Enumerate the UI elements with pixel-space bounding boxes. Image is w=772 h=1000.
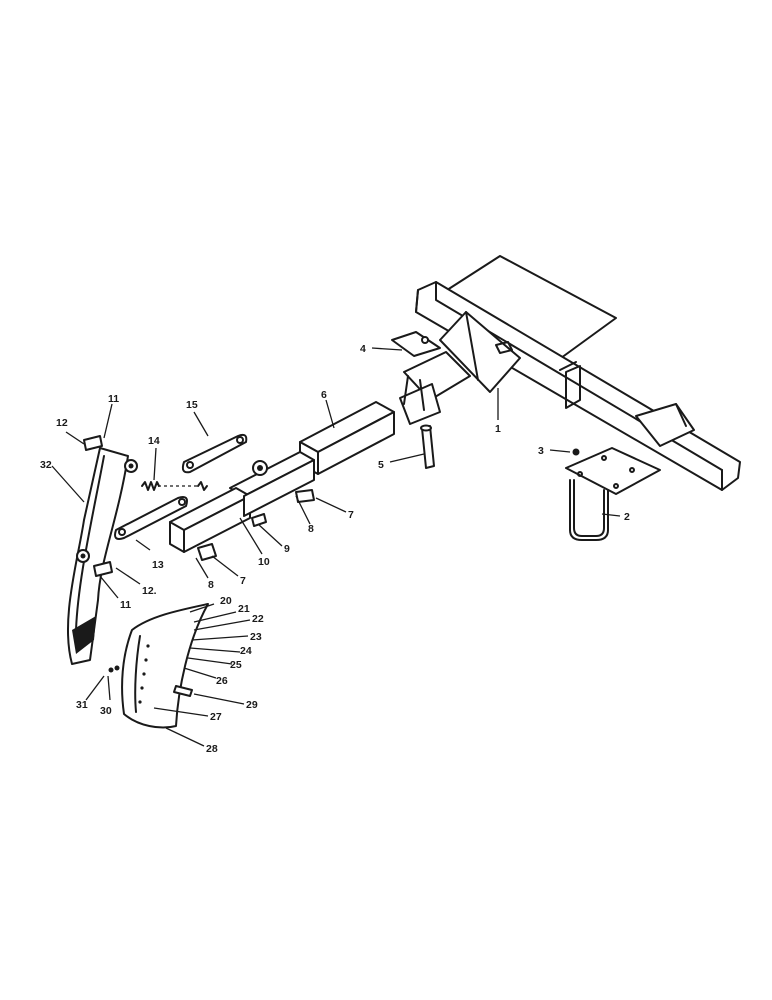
callout-8-lower: 8 (208, 579, 214, 591)
callout-31: 31 (76, 699, 88, 711)
callout-14: 14 (148, 435, 160, 447)
main-frame-part-1 (391, 255, 741, 495)
pin-part-11-lower (93, 561, 113, 577)
callout-12-lower: 12. (142, 585, 157, 597)
callout-20: 20 (220, 595, 232, 607)
callout-25: 25 (230, 659, 242, 671)
link-part-15 (181, 433, 248, 474)
callout-29: 29 (246, 699, 258, 711)
callout-7-upper: 7 (348, 509, 354, 521)
pin-part-9 (251, 513, 267, 527)
callout-21: 21 (238, 603, 250, 615)
callout-1: 1 (495, 423, 501, 435)
callout-24: 24 (240, 645, 252, 657)
bolt-part-29 (173, 685, 193, 697)
callout-32: 32 (40, 459, 52, 471)
callout-26: 26 (216, 675, 228, 687)
callout-labels: 1 2 3 4 5 6 7 8 9 10 7 8 11 12 32 14 15 … (40, 343, 630, 755)
callout-23: 23 (250, 631, 262, 643)
callout-28: 28 (206, 743, 218, 755)
pin-part-11-upper (83, 435, 103, 451)
shank-part-32 (66, 447, 138, 665)
callout-22: 22 (252, 613, 264, 625)
callout-5: 5 (378, 459, 384, 471)
nut-part-31 (108, 667, 114, 673)
spring-part-14 (141, 481, 208, 491)
callout-27: 27 (210, 711, 222, 723)
sweep-shovel-part-27 (121, 603, 209, 729)
callout-9: 9 (284, 543, 290, 555)
callout-6: 6 (321, 389, 327, 401)
callout-10: 10 (258, 556, 270, 568)
callout-11-lower: 11 (120, 599, 131, 611)
callout-15: 15 (186, 399, 198, 411)
pin-part-7-lower (197, 543, 217, 561)
link-part-13 (114, 496, 188, 540)
pin-part-5 (420, 424, 435, 469)
callout-2: 2 (624, 511, 630, 523)
callout-4: 4 (360, 343, 366, 355)
callout-30: 30 (100, 705, 112, 717)
callout-11-upper: 11 (108, 393, 119, 405)
leader-lines (51, 347, 621, 747)
telescoping-arm-part-10 (169, 451, 315, 553)
callout-3: 3 (538, 445, 544, 457)
u-bolt-part-2 (569, 479, 609, 541)
callout-8-upper: 8 (308, 523, 314, 535)
washer-part-30 (114, 665, 120, 671)
nut-part-3 (572, 448, 580, 456)
callout-12-upper: 12 (56, 417, 68, 429)
callout-7-lower: 7 (240, 575, 246, 587)
callout-13: 13 (152, 559, 164, 571)
